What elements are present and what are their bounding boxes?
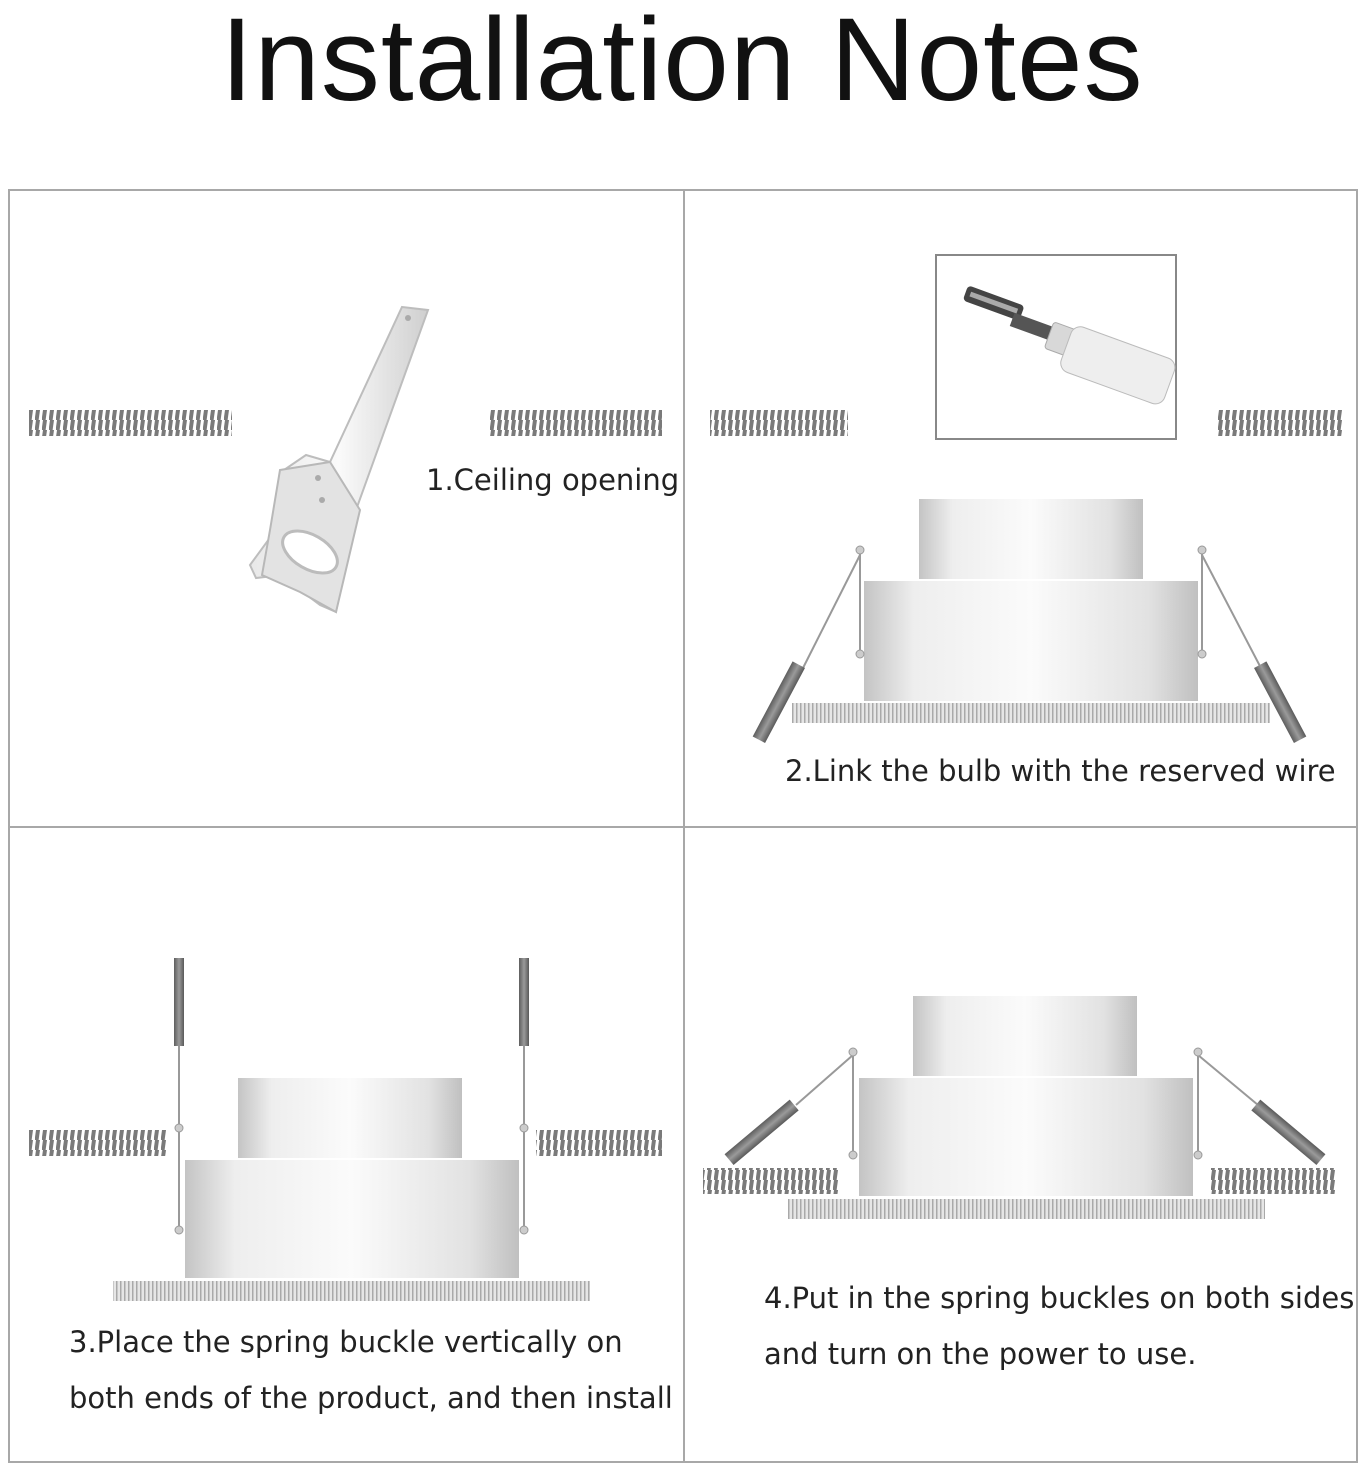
- grid-divider-horizontal: [8, 826, 1358, 828]
- ceiling-hatch-left-2: [710, 410, 848, 436]
- downlight-icon: [788, 996, 1265, 1219]
- wire-connector-icon: [935, 254, 1177, 440]
- ceiling-hatch-right-4: [1211, 1168, 1336, 1194]
- ceiling-hatch-right-3: [536, 1130, 662, 1156]
- spring-clip-icon: [174, 958, 529, 1235]
- ceiling-hatch-left-3: [29, 1130, 166, 1156]
- step-1-caption: 1.Ceiling opening: [426, 463, 680, 497]
- downlight-icon: [792, 499, 1270, 723]
- step-3-caption-line1: 3.Place the spring buckle vertically on: [69, 1325, 623, 1359]
- step-4-caption-line1: 4.Put in the spring buckles on both side…: [764, 1281, 1355, 1315]
- step-4-caption-line2: and turn on the power to use.: [764, 1337, 1197, 1371]
- step-3-caption-line2: both ends of the product, and then insta…: [69, 1381, 673, 1415]
- page-title: Installation Notes: [220, 0, 1144, 126]
- ceiling-hatch-left-1: [29, 410, 232, 436]
- saw-icon: [248, 305, 430, 614]
- ceiling-hatch-left-4: [703, 1168, 840, 1194]
- ceiling-hatch-right-1: [489, 410, 662, 436]
- step-2-caption: 2.Link the bulb with the reserved wire: [785, 754, 1336, 788]
- spring-clip-icon: [752, 545, 1307, 744]
- spring-clip-icon: [724, 1047, 1326, 1166]
- downlight-icon: [113, 1078, 590, 1301]
- ceiling-hatch-right-2: [1216, 410, 1343, 436]
